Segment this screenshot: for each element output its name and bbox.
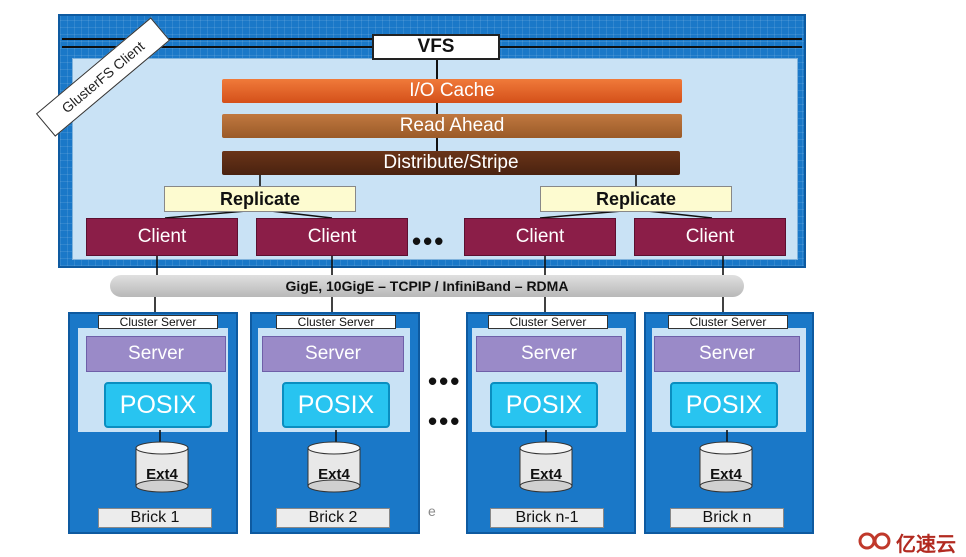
vfs-box: VFS bbox=[372, 34, 500, 60]
cluster-server-label-2: Cluster Server bbox=[276, 315, 396, 329]
server-box-n: Server bbox=[654, 336, 800, 372]
connector-readahead-distribute bbox=[436, 138, 438, 151]
server-ellipsis-lower: ••• bbox=[428, 406, 462, 436]
client-ellipsis: ••• bbox=[412, 226, 446, 256]
brick-label-2: Brick 2 bbox=[276, 508, 390, 528]
cluster-server-label-1: Cluster Server bbox=[98, 315, 218, 329]
read-ahead-translator: Read Ahead bbox=[222, 114, 682, 138]
disk-cylinder-n bbox=[699, 441, 753, 493]
ext4-label-n: Ext4 bbox=[710, 466, 742, 483]
replicate-translator-right: Replicate bbox=[540, 186, 732, 212]
posix-box-n-1: POSIX bbox=[490, 382, 598, 428]
brick-label-1: Brick 1 bbox=[98, 508, 212, 528]
distribute-stripe-translator: Distribute/Stripe bbox=[222, 151, 680, 175]
disk-cylinder-1 bbox=[135, 441, 189, 493]
client-node-2: Client bbox=[256, 218, 408, 256]
io-cache-translator: I/O Cache bbox=[222, 79, 682, 103]
client-node-3: Client bbox=[464, 218, 616, 256]
client-node-4: Client bbox=[634, 218, 786, 256]
server-box-1: Server bbox=[86, 336, 226, 372]
brick-label-n-1: Brick n-1 bbox=[490, 508, 604, 528]
posix-box-1: POSIX bbox=[104, 382, 212, 428]
posix-box-2: POSIX bbox=[282, 382, 390, 428]
disk-cylinder-n-1 bbox=[519, 441, 573, 493]
client-node-1: Client bbox=[86, 218, 238, 256]
watermark-logo-icon bbox=[858, 532, 891, 550]
connector-iocache-readahead bbox=[436, 103, 438, 114]
server-box-2: Server bbox=[262, 336, 404, 372]
ext4-label-1: Ext4 bbox=[146, 466, 178, 483]
ext4-label-n-1: Ext4 bbox=[530, 466, 562, 483]
brick-label-n: Brick n bbox=[670, 508, 784, 528]
stray-text: e bbox=[428, 503, 436, 519]
server-ellipsis-upper: ••• bbox=[428, 366, 462, 396]
watermark-text: 亿速云 bbox=[896, 534, 956, 556]
posix-box-n: POSIX bbox=[670, 382, 778, 428]
cluster-server-label-n-1: Cluster Server bbox=[488, 315, 608, 329]
ext4-label-2: Ext4 bbox=[318, 466, 350, 483]
server-box-n-1: Server bbox=[476, 336, 622, 372]
disk-cylinder-2 bbox=[307, 441, 361, 493]
replicate-translator-left: Replicate bbox=[164, 186, 356, 212]
network-interconnect: GigE, 10GigE – TCPIP / InfiniBand – RDMA bbox=[110, 275, 744, 297]
connector-vfs-iocache bbox=[436, 60, 438, 79]
cluster-server-label-n: Cluster Server bbox=[668, 315, 788, 329]
